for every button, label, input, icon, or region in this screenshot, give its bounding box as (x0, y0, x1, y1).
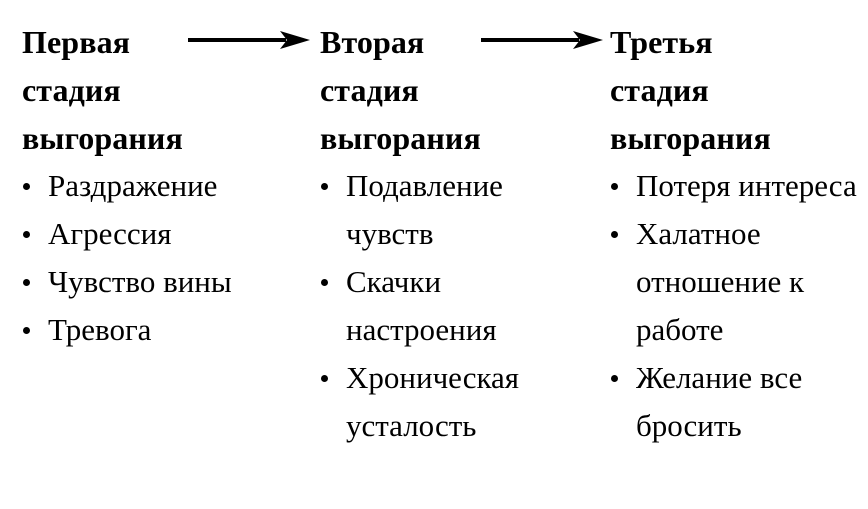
list-item-label: Желание все бросить (636, 360, 803, 443)
list-item-label: Скачки настроения (346, 264, 497, 347)
bullet-icon (321, 279, 328, 286)
stage-list-2: Подавление чувств Скачки настроения Хрон… (320, 162, 582, 450)
stage-list-3: Потеря интереса Халатное отношение к раб… (610, 162, 860, 450)
stage-column-3: Третья стадия выгорания Потеря интереса … (610, 18, 860, 450)
list-item-label: Чувство вины (48, 264, 232, 299)
list-item: Потеря интереса (610, 162, 860, 210)
stage-heading-1: Первая стадия выгорания (22, 24, 183, 156)
stage-column-1: Первая стадия выгорания Раздражение Агре… (22, 18, 290, 354)
bullet-icon (321, 375, 328, 382)
stage-heading-2: Вторая стадия выгорания (320, 24, 481, 156)
bullet-icon (321, 183, 328, 190)
list-item: Агрессия (22, 210, 290, 258)
arrow-right-icon (481, 28, 603, 52)
list-item-label: Агрессия (48, 216, 172, 251)
list-item-label: Потеря интереса (636, 168, 857, 203)
bullet-icon (23, 327, 30, 334)
bullet-icon (611, 231, 618, 238)
stage-column-2: Вторая стадия выгорания Подавление чувст… (320, 18, 582, 450)
bullet-icon (611, 375, 618, 382)
bullet-icon (23, 231, 30, 238)
list-item-label: Раздражение (48, 168, 218, 203)
list-item-label: Халатное отношение к работе (636, 216, 805, 347)
list-item: Чувство вины (22, 258, 290, 306)
stage-list-1: Раздражение Агрессия Чувство вины Тревог… (22, 162, 290, 354)
list-item-label: Тревога (48, 312, 152, 347)
bullet-icon (611, 183, 618, 190)
bullet-icon (23, 183, 30, 190)
list-item: Раздражение (22, 162, 290, 210)
list-item-label: Хроническая усталость (346, 360, 520, 443)
list-item-label: Подавление чувств (346, 168, 503, 251)
list-item: Желание все бросить (610, 354, 860, 450)
list-item: Халатное отношение к работе (610, 210, 860, 354)
arrow-right-icon (188, 28, 310, 52)
list-item: Скачки настроения (320, 258, 582, 354)
list-item: Подавление чувств (320, 162, 582, 258)
stage-heading-3: Третья стадия выгорания (610, 24, 771, 156)
list-item: Тревога (22, 306, 290, 354)
bullet-icon (23, 279, 30, 286)
list-item: Хроническая усталость (320, 354, 582, 450)
